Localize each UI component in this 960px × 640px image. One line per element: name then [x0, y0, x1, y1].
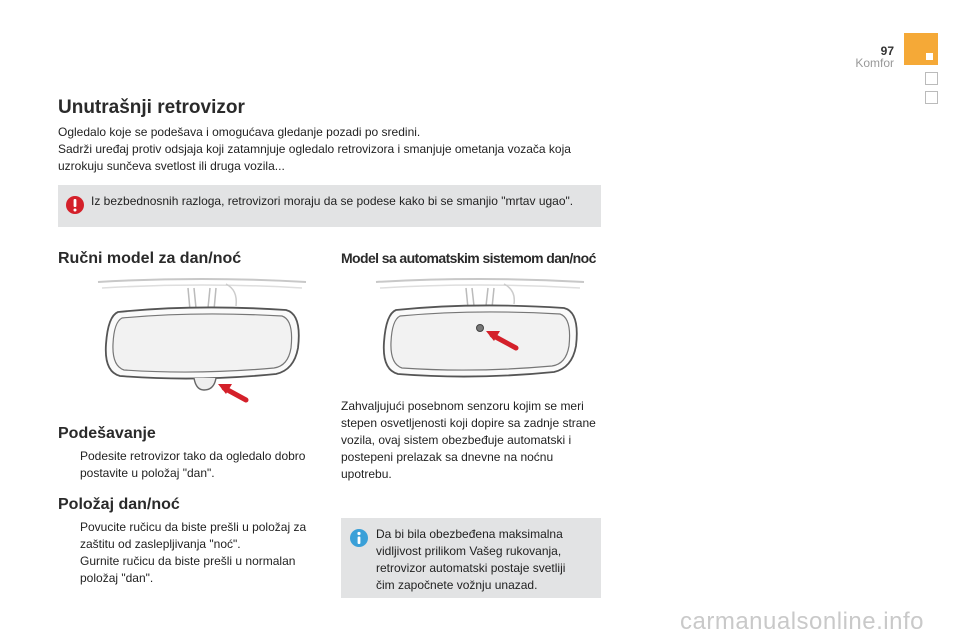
adjust-heading: Podešavanje: [58, 425, 156, 442]
section-label: Komfor: [855, 56, 894, 70]
section-tab: [925, 72, 938, 85]
info-text: Da bi bila obezbeđena maksimalna vidljiv…: [376, 527, 566, 592]
info-icon: [350, 529, 368, 547]
daynight-heading: Položaj dan/noć: [58, 496, 180, 513]
automatic-description: Zahvaljujući posebnom senzoru kojim se m…: [341, 399, 596, 481]
automatic-mirror-illustration: [375, 278, 585, 378]
section-tab-active: [904, 33, 938, 65]
warning-text: Iz bezbednosnih razloga, retrovizori mor…: [91, 194, 574, 208]
intro-text: Ogledalo koje se podešava i omogućava gl…: [58, 124, 618, 175]
watermark: carmanualsonline.info: [680, 608, 924, 635]
list-item-text: Povucite ručicu da biste prešli u položa…: [80, 520, 307, 551]
adjust-list: Podesite retrovizor tako da ogledalo dob…: [58, 448, 320, 482]
manual-model-heading: Ručni model za dan/noć: [58, 250, 242, 267]
daynight-list: Povucite ručicu da biste prešli u položa…: [58, 519, 320, 587]
manual-mirror-illustration: [97, 278, 307, 403]
automatic-model-heading: Model sa automatskim sistemom dan/noć: [341, 250, 596, 266]
list-item: Povucite ručicu da biste prešli u položa…: [58, 519, 320, 553]
page-title: Unutrašnji retrovizor: [58, 97, 245, 118]
info-box: Da bi bila obezbeđena maksimalna vidljiv…: [341, 518, 601, 598]
list-item: Podesite retrovizor tako da ogledalo dob…: [58, 448, 320, 482]
intro-line: Ogledalo koje se podešava i omogućava gl…: [58, 125, 421, 139]
list-item: Gurnite ručicu da biste prešli u normala…: [58, 553, 320, 587]
list-item-text: Podesite retrovizor tako da ogledalo dob…: [80, 449, 306, 480]
list-item-text: Gurnite ručicu da biste prešli u normala…: [80, 554, 296, 585]
tab-marker: [926, 53, 933, 60]
page-number: 97: [880, 44, 894, 58]
warning-icon: [66, 196, 84, 214]
section-tab: [925, 91, 938, 104]
intro-line: Sadrži uređaj protiv odsjaja koji zatamn…: [58, 142, 571, 173]
warning-box: Iz bezbednosnih razloga, retrovizori mor…: [58, 185, 601, 227]
